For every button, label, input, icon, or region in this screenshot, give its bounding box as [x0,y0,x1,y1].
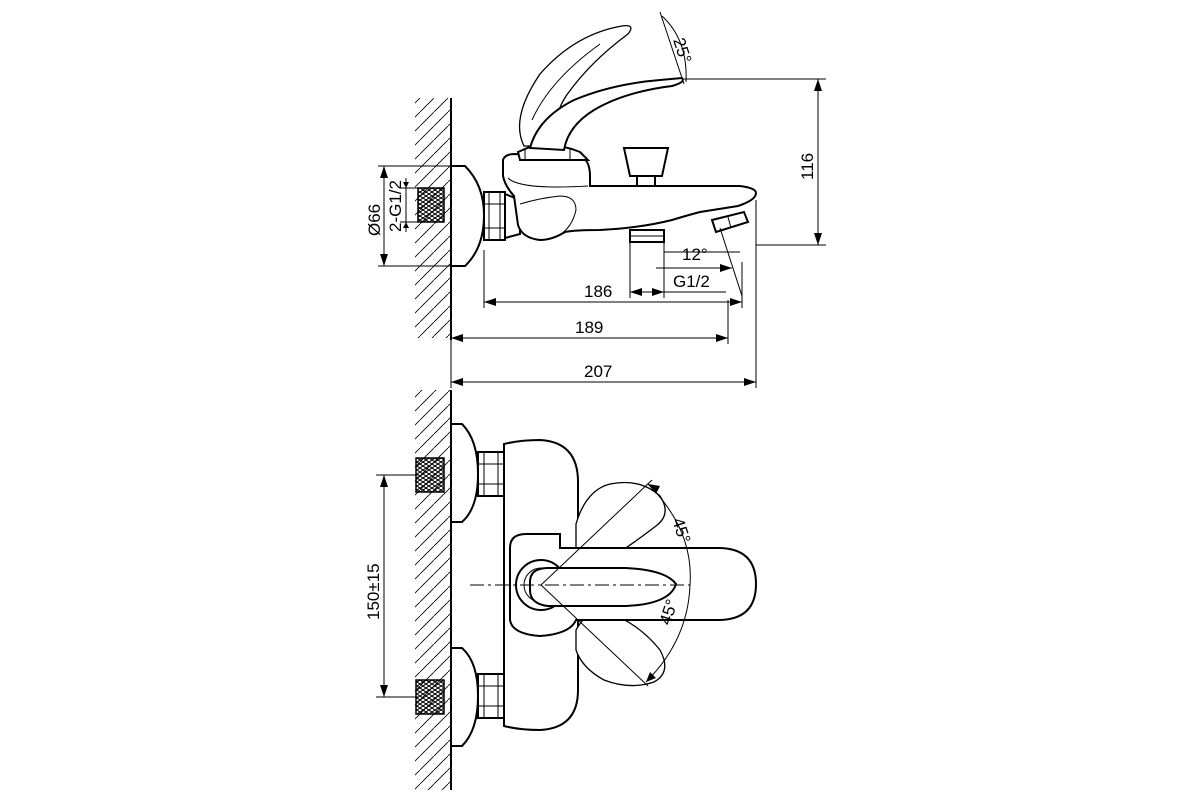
label-length-186: 186 [584,282,612,301]
hex-nut-top [483,191,506,241]
label-center-distance: 150±15 [364,563,383,620]
label-thread-g12: 2-G1/2 [386,180,405,232]
hex-nut-upper [477,451,505,497]
rosette-top [450,165,486,267]
lever-top [529,567,678,607]
lever-handle [528,76,684,152]
side-view: 25° 116 Ø66 2-G1/2 12° G1/2 [365,11,826,388]
label-outlet-thread: G1/2 [673,272,710,291]
label-height-116: 116 [798,153,817,180]
label-angle-25: 25° [669,35,695,65]
top-view: 45° 45° 150±15 [364,390,758,790]
lever-handle-rotated [518,25,632,147]
label-diameter-66: Ø66 [365,204,384,236]
aerator [710,210,750,234]
rosette-lower [450,647,480,747]
threaded-pipe-top [417,187,445,223]
threaded-pipe-lower [415,679,445,715]
label-angle-45-upper: 45° [668,515,694,545]
wall-hatching-bottom [415,390,451,790]
threaded-pipe-upper [415,457,445,493]
spout-body [502,152,758,242]
rosette-upper [450,423,480,523]
label-angle-12: 12° [682,245,708,264]
hex-nut-lower [477,673,505,719]
diverter-knob [622,147,670,177]
label-length-207: 207 [584,362,612,381]
label-length-189: 189 [575,318,603,337]
